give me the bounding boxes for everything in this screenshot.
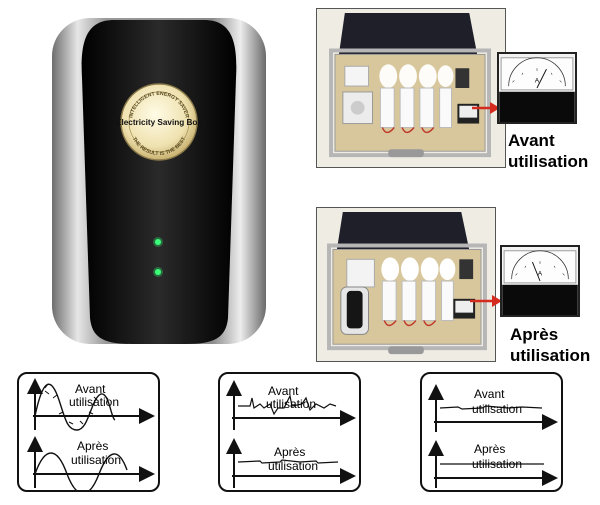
before-caption: Avant utilisation [508,131,589,171]
waveform-after-sublabel: utilisation [71,453,122,467]
pointer-arrow-after [470,295,502,307]
meter-zoom-before: A [497,52,577,124]
waveform-before-sublabel: utilisation [266,397,317,411]
device-illustration: INTELLIGENT ENERGY SAVER Electricity Sav… [52,18,266,344]
indicator-led-2 [155,269,161,275]
waveform-after-sublabel: utilisation [268,459,319,473]
waveform-before-label: Avant [268,384,299,398]
waveform-panel-1: Avant utilisation Après utilisation [17,372,160,492]
waveform-after-sublabel: utilisation [472,457,523,471]
pointer-arrow-before [472,102,500,114]
device-front-panel [81,20,237,344]
badge-main-text: Electricity Saving Box [116,118,202,127]
waveform-before-label: Avant [474,387,505,401]
analog-meter-icon: A [502,247,578,315]
waveform-panel-2: Avant utilisation Après utilisation [218,372,361,492]
energy-saver-device: INTELLIGENT ENERGY SAVER Electricity Sav… [52,18,266,344]
waveform-before-sublabel: utilisation [472,402,523,416]
waveform-before-sublabel: utilisation [69,395,120,409]
after-caption: Après utilisation [510,325,591,365]
svg-text:A: A [538,270,543,277]
waveform-diagram [226,380,356,488]
waveform-diagram [428,384,558,488]
waveform-before-label: Avant [75,382,106,396]
waveform-after-label: Après [274,445,306,459]
test-case-before-photo [316,8,506,168]
waveform-panel-3: Avant utilisation Après utilisation [420,372,563,492]
test-case-illustration [317,9,505,167]
test-case-with-device-illustration [317,208,495,361]
waveform-diagram [27,378,155,490]
analog-meter-icon: A [499,54,575,122]
svg-text:A: A [535,77,540,84]
waveform-after-label: Après [77,439,109,453]
meter-zoom-after: A [500,245,580,317]
waveform-after-label: Après [474,442,506,456]
indicator-led-1 [155,239,161,245]
test-case-after-photo [316,207,496,362]
device-badge [120,83,198,161]
